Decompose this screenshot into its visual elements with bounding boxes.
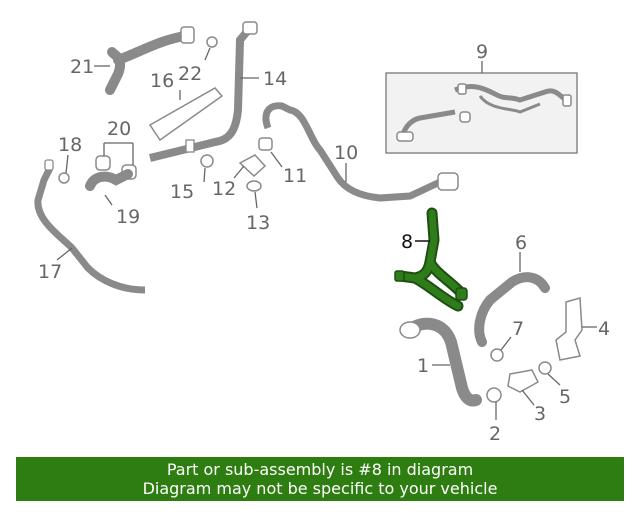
part-2-clamp[interactable]	[486, 387, 502, 403]
callout-16: 16	[150, 70, 174, 92]
banner-line-1: Part or sub-assembly is #8 in diagram	[166, 460, 474, 479]
callout-11: 11	[283, 165, 307, 187]
part-21-hose[interactable]	[105, 26, 195, 95]
part-12-valve[interactable]	[238, 154, 267, 178]
callout-22: 22	[178, 63, 202, 85]
callout-labels: 9 21 22 14 16 20 18 10 11 12 15 19 13 8 …	[38, 41, 610, 445]
part-7-clamp[interactable]	[490, 348, 504, 362]
callout-4: 4	[598, 318, 610, 340]
part-4-bracket[interactable]	[555, 297, 583, 361]
callout-18: 18	[58, 134, 82, 156]
part-1-hose[interactable]	[399, 317, 482, 407]
callout-9: 9	[476, 41, 488, 63]
part-15-clamp[interactable]	[200, 154, 214, 168]
callout-10: 10	[334, 142, 358, 164]
part-13-seal[interactable]	[246, 180, 262, 192]
banner-line-2: Diagram may not be specific to your vehi…	[142, 479, 498, 498]
callout-20: 20	[107, 118, 131, 140]
part-10-pipe[interactable]	[262, 102, 459, 202]
part-8-hose-highlighted[interactable]	[394, 207, 468, 312]
part-info-banner: Part or sub-assembly is #8 in diagram Di…	[16, 457, 624, 501]
callout-2: 2	[489, 423, 501, 445]
part-16-shield[interactable]	[148, 87, 224, 153]
part-22-clamp[interactable]	[206, 36, 218, 48]
part-6-hose[interactable]	[474, 272, 550, 347]
callout-7: 7	[512, 318, 524, 340]
callout-8: 8	[401, 231, 413, 253]
callout-3: 3	[534, 403, 546, 425]
callout-13: 13	[246, 212, 270, 234]
part-11-fitting[interactable]	[258, 137, 273, 151]
callout-14: 14	[263, 68, 287, 90]
callout-15: 15	[170, 181, 194, 203]
part-9-inset[interactable]	[385, 72, 578, 154]
callout-12: 12	[212, 178, 236, 200]
parts-diagram: 9 21 22 14 16 20 18 10 11 12 15 19 13 8 …	[34, 21, 610, 445]
part-19-hose[interactable]	[85, 169, 133, 191]
part-3-valve[interactable]	[507, 369, 539, 393]
callout-6: 6	[515, 232, 527, 254]
callout-19: 19	[116, 206, 140, 228]
callout-17: 17	[38, 261, 62, 283]
part-14-pipe[interactable]	[149, 21, 258, 162]
part-18-clamp[interactable]	[58, 172, 70, 184]
part-5-clamp[interactable]	[538, 361, 552, 375]
leader-lines	[56, 47, 597, 420]
callout-1: 1	[417, 355, 429, 377]
callout-21: 21	[70, 56, 94, 78]
callout-5: 5	[559, 386, 571, 408]
